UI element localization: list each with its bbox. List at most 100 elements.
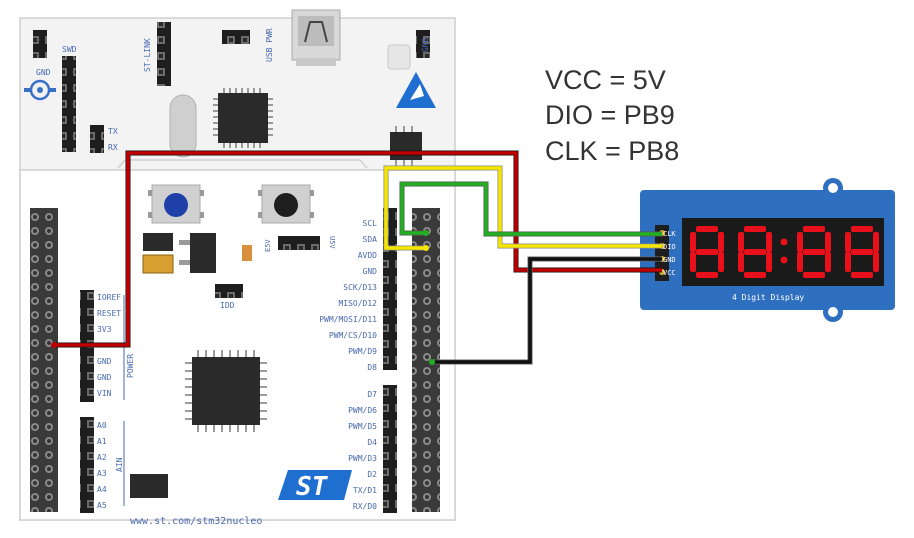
left-morpho-header: [30, 208, 58, 512]
pin-label: A0: [97, 421, 107, 430]
pin-label: A2: [97, 453, 107, 462]
led: [387, 44, 411, 70]
display-pin-dio: DIO: [663, 243, 676, 251]
svg-text:ST: ST: [296, 472, 329, 502]
pin-label: GND: [97, 373, 112, 382]
st-link-header: [157, 22, 171, 86]
pin-notes: VCC = 5V DIO = PB9 CLK = PB8: [545, 65, 679, 166]
segment: [825, 252, 831, 272]
segment: [873, 232, 879, 252]
display-pin-gnd: GND: [663, 256, 676, 264]
tx-rx-header: [90, 125, 104, 153]
pin-label: SCL: [363, 219, 378, 228]
right-pin-labels-top: SCLSDAAVDDGNDSCK/D13MISO/D12PWM/MOSI/D11…: [319, 219, 377, 372]
pin-label: PWM/MOSI/D11: [319, 315, 377, 324]
pin-label: PWM/D6: [348, 406, 377, 415]
regulator-chip: [390, 126, 422, 166]
segment: [803, 272, 825, 278]
st-logo-icon: ST: [278, 470, 352, 502]
crystal: [169, 94, 197, 158]
swd-header: [62, 56, 76, 152]
segment: [744, 226, 766, 232]
segment: [696, 249, 718, 255]
pin-label: A3: [97, 469, 107, 478]
segment: [690, 232, 696, 252]
u5v-label: U5V: [328, 236, 336, 249]
note-clk: CLK = PB8: [545, 136, 679, 166]
idd-label: IDD: [220, 301, 235, 310]
gnd-top-right-label: GND: [421, 37, 430, 52]
st-link-label: ST-LINK: [143, 38, 152, 72]
nucleo-board: GND SWD ST-LINK USB PWR GND TX RX: [19, 9, 456, 527]
segment: [851, 272, 873, 278]
wires: [51, 150, 662, 365]
pin-label: A1: [97, 437, 107, 446]
display-pin-clk: CLK: [663, 230, 676, 238]
pin-label: GND: [97, 357, 112, 366]
power-label: POWER: [126, 354, 135, 378]
segment: [825, 232, 831, 252]
board-url: www.st.com/stm32nucleo: [130, 516, 262, 527]
usb-pwr-label: USB PWR: [265, 28, 274, 62]
pin-label: PWM/D3: [348, 454, 377, 463]
idd-header: [215, 284, 243, 298]
segment: [803, 226, 825, 232]
pin-label: PWM/D5: [348, 422, 377, 431]
segment: [738, 252, 744, 272]
segment: [845, 232, 851, 252]
pin-label: PWM/CS/D10: [329, 331, 377, 340]
segment: [797, 252, 803, 272]
pin-label: SDA: [363, 235, 378, 244]
reset-button: [258, 184, 314, 224]
e5v-label: E5V: [264, 239, 272, 252]
pin-label: A5: [97, 501, 107, 510]
segment: [696, 272, 718, 278]
pin-label: A4: [97, 485, 107, 494]
segment: [744, 249, 766, 255]
esd-warning-icon: [396, 72, 436, 108]
swd-label: SWD: [62, 45, 77, 54]
jumper-header: [222, 30, 250, 44]
st-link-chip: [213, 88, 273, 148]
stm32-mcu: [185, 350, 267, 432]
pin-label: D4: [367, 438, 377, 447]
pin-label: SCK/D13: [343, 283, 377, 292]
display-pin-vcc: VCC: [663, 269, 676, 277]
note-dio: DIO = PB9: [545, 100, 675, 130]
segment: [851, 226, 873, 232]
pin-label: D8: [367, 363, 377, 372]
digital-header-bottom: [383, 385, 397, 513]
segment: [851, 249, 873, 255]
segment: [718, 252, 724, 272]
usb-connector: [291, 9, 341, 66]
pin-label: TX/D1: [353, 486, 377, 495]
pin-label: GND: [363, 267, 378, 276]
gnd-top-left-label: GND: [36, 68, 51, 77]
voltage-regulator: [179, 233, 216, 273]
tantalum-capacitor: [142, 254, 174, 274]
pin-label: MISO/D12: [338, 299, 377, 308]
pin-label: 3V3: [97, 325, 112, 334]
small-chip: [130, 474, 168, 498]
pin-label: RESET: [97, 309, 121, 318]
display-caption: 4 Digit Display: [732, 293, 804, 302]
display-pin-header: [655, 225, 669, 281]
segment: [797, 232, 803, 252]
pin-label: PWM/D9: [348, 347, 377, 356]
segment: [803, 249, 825, 255]
pin-label: RX/D0: [353, 502, 377, 511]
tx-label: TX: [108, 127, 118, 136]
ain-label: AIN: [115, 457, 124, 472]
segment: [718, 232, 724, 252]
segment: [690, 252, 696, 272]
segment: [744, 272, 766, 278]
wire-gnd: [432, 256, 662, 365]
seven-segment-digits: [690, 226, 879, 278]
gnd-right-header: [416, 30, 430, 58]
pin-label: D7: [367, 390, 377, 399]
rx-label: RX: [108, 143, 118, 152]
power-select-header: [278, 236, 320, 250]
